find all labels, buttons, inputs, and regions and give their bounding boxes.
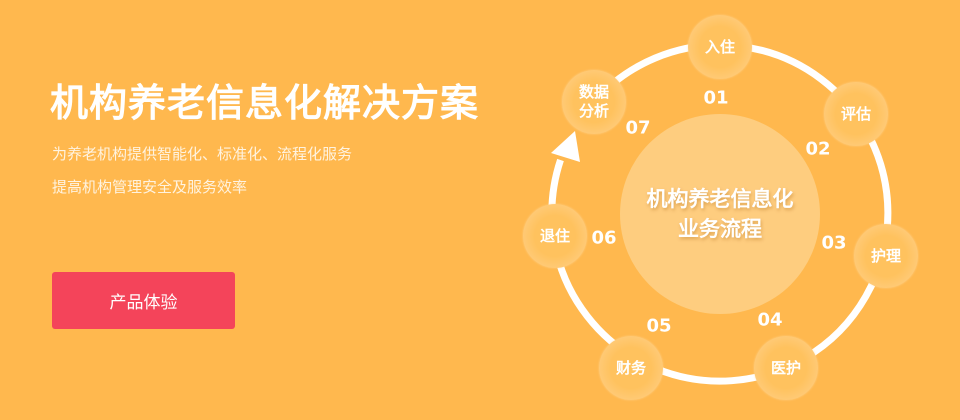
step-label: 医护: [770, 358, 801, 377]
step-label: 入住: [704, 37, 735, 56]
step-data-analysis[interactable]: 数据 分析: [562, 70, 626, 134]
step-nursing[interactable]: 护理: [854, 224, 918, 288]
step-checkout[interactable]: 退住: [523, 204, 587, 268]
center-circle: 机构养老信息化 业务流程: [620, 114, 820, 314]
step-label: 退住: [539, 226, 570, 245]
step-label: 财务: [615, 358, 646, 377]
step-label: 护理: [870, 246, 901, 265]
step-medical[interactable]: 医护: [754, 336, 818, 400]
subtitle-line-1: 为养老机构提供智能化、标准化、流程化服务: [52, 145, 353, 163]
arrow-head-icon: [551, 131, 580, 162]
center-title-line-1: 机构养老信息化: [646, 187, 794, 211]
step-assessment[interactable]: 评估: [824, 82, 888, 146]
step-number: 03: [821, 232, 847, 254]
step-number: 05: [646, 315, 672, 337]
step-finance[interactable]: 财务: [599, 336, 663, 400]
center-title-line-2: 业务流程: [678, 217, 762, 241]
step-number: 07: [625, 117, 651, 139]
page-title: 机构养老信息化解决方案: [50, 81, 480, 125]
step-label-line-2: 分析: [578, 102, 609, 120]
step-number: 06: [591, 227, 617, 249]
step-number: 02: [805, 138, 831, 160]
step-number: 01: [703, 87, 729, 109]
step-number: 04: [757, 309, 783, 331]
step-checkin[interactable]: 入住: [688, 15, 752, 79]
step-label: 评估: [840, 104, 871, 123]
subtitle-line-2: 提高机构管理安全及服务效率: [52, 178, 248, 196]
product-trial-button[interactable]: 产品体验: [52, 272, 235, 329]
step-label-line-1: 数据: [578, 83, 609, 101]
